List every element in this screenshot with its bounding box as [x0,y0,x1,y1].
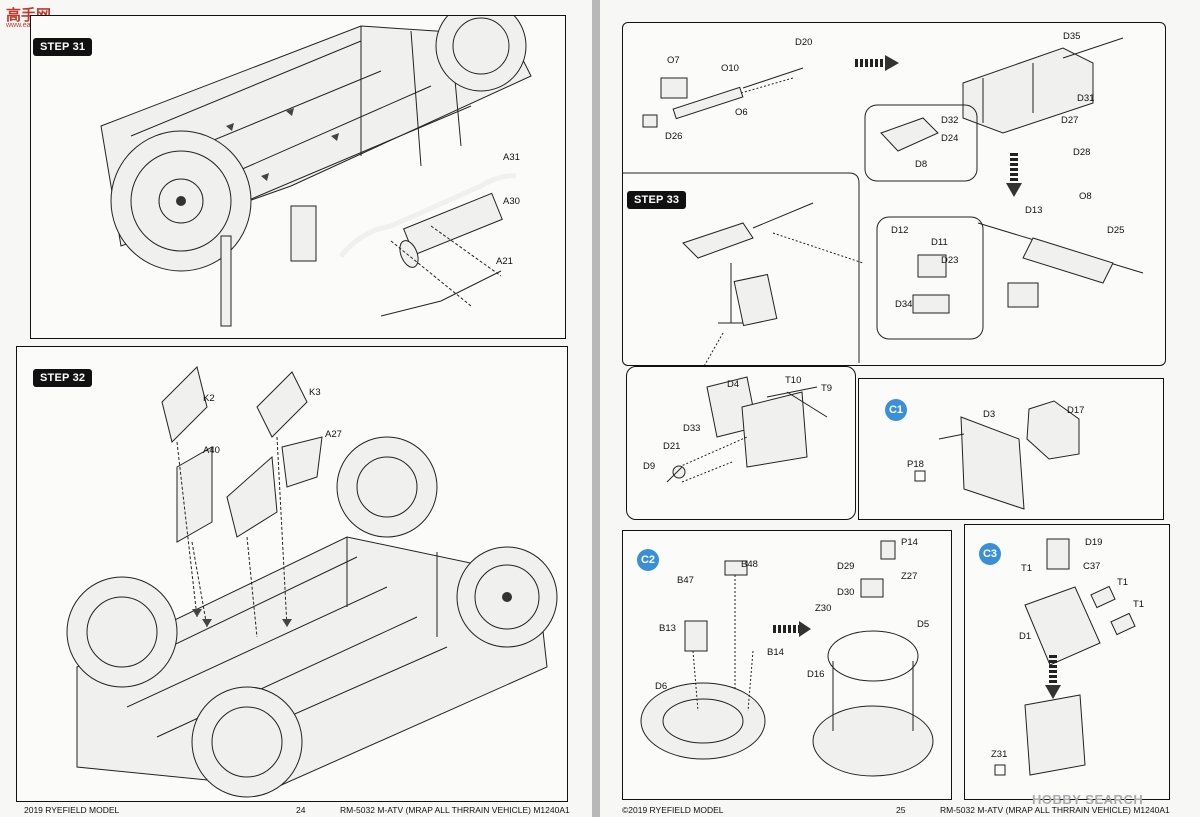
label-o7: O7 [667,55,680,66]
label-t1-c: T1 [1133,599,1145,610]
left-page: 高手网 www.ea-shou.com STEP 31 [0,0,592,817]
label-d25: D25 [1107,225,1125,236]
c1-badge: C1 [885,399,907,421]
c3-badge: C3 [979,543,1001,565]
c1-drawing [914,400,1080,510]
label-t10: T10 [785,375,802,386]
step31-drawing [100,16,532,327]
label-t1-a: T1 [1021,563,1033,574]
step33-tag: STEP 33 [627,191,687,209]
label-d27: D27 [1061,115,1079,126]
step31-panel: STEP 31 A31 [30,15,566,339]
label-a21: A21 [496,256,513,267]
right-page: O7 D20 O10 O6 D26 D35 D31 D27 D28 D32 D2… [600,0,1200,817]
label-d3: D3 [983,409,996,420]
label-b14: B14 [767,647,784,658]
label-d24: D24 [941,133,959,144]
tripod-detail-drawing [666,376,828,483]
tripod-detail-panel: D4 T10 T9 D33 D21 D9 [626,366,856,520]
label-d5: D5 [917,619,930,630]
label-d4: D4 [727,379,740,390]
page-gutter [592,0,600,817]
c2-drawing [640,540,934,777]
c2-badge: C2 [637,549,659,571]
label-b13: B13 [659,623,676,634]
label-d35: D35 [1063,31,1081,42]
c3-drawing [994,538,1136,776]
step31-tag: STEP 31 [33,38,93,56]
footer-left-page: 24 [296,805,306,815]
footer-left-kit: RM-5032 M-ATV (MRAP ALL THRRAIN VEHICLE)… [340,805,570,815]
label-c37: C37 [1083,561,1101,572]
label-z30: Z30 [815,603,832,614]
label-d26: D26 [665,131,683,142]
label-d33: D33 [683,423,701,434]
label-d16: D16 [807,669,825,680]
label-d31: D31 [1077,93,1095,104]
label-d30: D30 [837,587,855,598]
c1-panel: C1 D3 D17 P18 [858,378,1164,520]
label-d19: D19 [1085,537,1103,548]
c2-panel: C2 B47 B48 B13 B14 D6 D29 P14 D30 Z27 Z3… [622,530,952,800]
label-p14: P14 [901,537,918,548]
footer-right-page: 25 [896,805,906,815]
label-a30: A30 [503,196,520,207]
step32-panel: STEP 32 K2 K3 A27 [16,346,568,802]
label-d1: D1 [1019,631,1032,642]
footer-right-copyright: ©2019 RYEFIELD MODEL [622,805,724,815]
label-d11: D11 [931,237,948,248]
label-d17: D17 [1067,405,1085,416]
label-o10: O10 [721,63,739,74]
label-d29: D29 [837,561,855,572]
label-t9: T9 [821,383,833,394]
footer-left-title: 2019 RYEFIELD MODEL [24,805,120,815]
label-k2: K2 [203,393,215,404]
label-d12: D12 [891,225,909,236]
label-d13: D13 [1025,205,1043,216]
c3-panel: C3 D19 T1 C37 T1 T1 D1 Z31 [964,524,1170,800]
footer-right-kit: RM-5032 M-ATV (MRAP ALL THRRAIN VEHICLE)… [940,805,1170,815]
label-d28: D28 [1073,147,1091,158]
label-d6: D6 [655,681,668,692]
label-z31: Z31 [991,749,1008,760]
label-b48: B48 [741,559,758,570]
label-d32: D32 [941,115,959,126]
label-z27: Z27 [901,571,918,582]
label-a31: A31 [503,152,520,163]
label-d23: D23 [941,255,959,266]
label-o6: O6 [735,107,748,118]
label-o8: O8 [1079,191,1092,202]
gun-assembly-panel: O7 D20 O10 O6 D26 D35 D31 D27 D28 D32 D2… [622,22,1166,366]
step32-drawing [66,366,558,798]
gun-assembly-drawing [623,37,1144,365]
label-t1-b: T1 [1117,577,1129,588]
label-k3: K3 [309,387,321,398]
label-d8: D8 [915,159,928,170]
hobby-search-watermark: HOBBY SEARCH [1032,792,1144,807]
label-p18: P18 [907,459,924,470]
label-a40: A40 [203,445,220,456]
label-a27: A27 [325,429,342,440]
label-d34: D34 [895,299,913,310]
label-d9: D9 [643,461,656,472]
label-d20: D20 [795,37,813,48]
step32-tag: STEP 32 [33,369,93,387]
label-d21: D21 [663,441,681,452]
label-b47: B47 [677,575,694,586]
